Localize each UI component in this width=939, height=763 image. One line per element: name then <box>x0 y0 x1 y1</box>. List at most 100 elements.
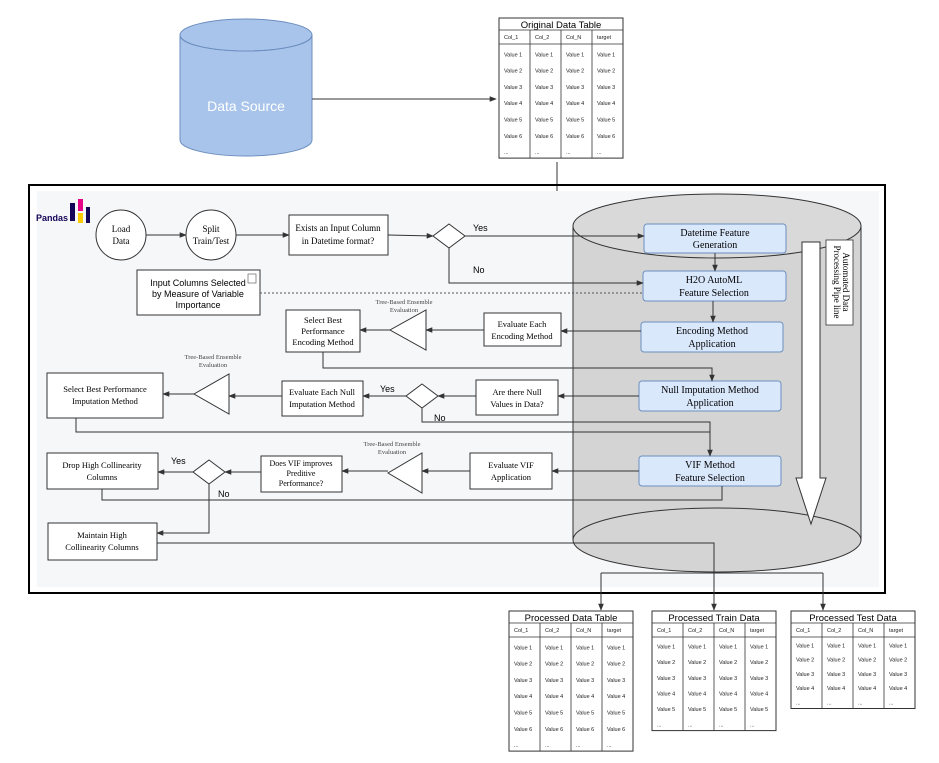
table-cell: Value 3 <box>545 678 563 684</box>
table-cell: Value 2 <box>607 662 625 668</box>
select-best-imputation: Select Best Performance Imputation Metho… <box>46 372 164 419</box>
table-cell: Value 3 <box>504 85 522 91</box>
table-cell: Value 4 <box>576 694 594 700</box>
table-cell: Value 6 <box>607 727 625 733</box>
drop-high-collinearity: Drop High Collinearity Columns <box>46 452 159 490</box>
svg-text:Values in Data?: Values in Data? <box>490 399 544 409</box>
table-cell: Value 3 <box>750 676 768 682</box>
svg-text:Does VIF improves: Does VIF improves <box>270 459 333 468</box>
svg-text:Data: Data <box>113 236 130 246</box>
table-cell: Value 4 <box>688 691 706 697</box>
evaluate-null-imputation: Evaluate Each Null Imputation Method <box>281 380 364 417</box>
svg-text:Generation: Generation <box>693 240 737 251</box>
table-cell: Value 3 <box>889 672 907 678</box>
table-cell: Value 1 <box>597 52 615 58</box>
table-cell: Value 4 <box>827 686 845 692</box>
table-cell: ... <box>719 723 724 729</box>
svg-text:Imputation Method: Imputation Method <box>289 399 356 409</box>
table-cell: Value 2 <box>545 662 563 668</box>
table-header-cell: Col_N <box>719 628 734 634</box>
table-cell: Value 2 <box>576 662 594 668</box>
svg-text:Datetime Feature: Datetime Feature <box>680 228 750 239</box>
svg-text:Evaluate Each: Evaluate Each <box>498 319 548 329</box>
table-cell: Value 6 <box>597 134 615 140</box>
table-cell: Value 1 <box>796 643 814 649</box>
table-title: Original Data Table <box>521 20 602 31</box>
table-cell: Value 3 <box>597 85 615 91</box>
pipeline-label-line2: Processing Pipe line <box>832 246 842 319</box>
table-header-cell: Col_1 <box>514 628 528 634</box>
table-header-cell: Col_N <box>566 35 581 41</box>
table-cell: ... <box>545 743 550 749</box>
datetime-question: Exists an Input Column in Datetime forma… <box>288 214 389 256</box>
table-header-cell: target <box>607 628 622 634</box>
ensemble-label-2a: Tree-Based Ensemble <box>185 354 242 361</box>
table-header-cell: Col_2 <box>545 628 559 634</box>
table-cell: Value 3 <box>514 678 532 684</box>
table-cell: Value 3 <box>858 672 876 678</box>
table-header-cell: Col_1 <box>504 35 518 41</box>
pipeline-label-line1: Automated Data <box>841 252 851 311</box>
svg-text:by Measure of Variable: by Measure of Variable <box>152 289 244 299</box>
table-header-cell: Col_2 <box>827 628 841 634</box>
table-cell: ... <box>597 150 602 156</box>
no-label-null: No <box>434 413 446 423</box>
svg-text:Performance?: Performance? <box>279 479 324 488</box>
svg-text:Application: Application <box>688 339 735 350</box>
null-question: Are there Null Values in Data? <box>475 379 559 416</box>
pipeline-down-arrow <box>795 241 827 526</box>
svg-text:Performance: Performance <box>301 326 345 336</box>
table-cell: Value 6 <box>576 727 594 733</box>
table-cell: ... <box>566 150 571 156</box>
table-cell: Value 2 <box>597 69 615 75</box>
input-columns-note: Input Columns Selected by Measure of Var… <box>136 269 261 316</box>
svg-text:Application: Application <box>686 398 733 409</box>
table-cell: Value 2 <box>719 660 737 666</box>
table-cell: Value 2 <box>796 658 814 664</box>
svg-text:Encoding Method: Encoding Method <box>292 337 354 347</box>
table-cell: Value 5 <box>514 711 532 717</box>
table-cell: Value 2 <box>750 660 768 666</box>
table-cell: Value 5 <box>504 118 522 124</box>
yes-label-vif: Yes <box>171 456 186 466</box>
no-label-vif: No <box>218 489 230 499</box>
svg-text:Feature Selection: Feature Selection <box>679 288 749 299</box>
svg-text:H2O AutoML: H2O AutoML <box>686 275 742 286</box>
table-cell: Value 3 <box>688 676 706 682</box>
vif-question: Does VIF improves Preditive Performance? <box>260 455 343 493</box>
svg-text:Input Columns Selected: Input Columns Selected <box>150 278 246 288</box>
svg-text:Collinearity Columns: Collinearity Columns <box>65 542 138 552</box>
svg-text:Preditive: Preditive <box>287 469 316 478</box>
step-datetime-generation: Datetime Feature Generation <box>643 223 787 254</box>
table-cell: Value 4 <box>796 686 814 692</box>
table-cell: Value 1 <box>889 643 907 649</box>
table-cell: Value 5 <box>688 707 706 713</box>
table-title: Processed Data Table <box>525 613 618 624</box>
evaluate-vif: Evaluate VIF Application <box>469 452 553 490</box>
table-cell: Value 1 <box>750 645 768 651</box>
svg-text:Split: Split <box>202 224 220 234</box>
svg-text:Null Imputation Method: Null Imputation Method <box>661 385 759 396</box>
svg-text:Drop High Collinearity: Drop High Collinearity <box>62 460 142 470</box>
table-cell: Value 4 <box>545 694 563 700</box>
ensemble-label-2b: Evaluation <box>199 362 228 369</box>
yes-label-datetime: Yes <box>473 223 488 233</box>
table-cell: Value 5 <box>719 707 737 713</box>
step-vif-selection: VIF Method Feature Selection <box>638 455 782 487</box>
table-title: Processed Test Data <box>809 613 897 624</box>
svg-text:Load: Load <box>112 224 131 234</box>
step-null-imputation: Null Imputation Method Application <box>638 380 782 412</box>
table-cell: Value 5 <box>566 118 584 124</box>
table-cell: Value 5 <box>576 711 594 717</box>
table-cell: Value 5 <box>597 118 615 124</box>
pandas-logo: Pandas <box>36 199 90 223</box>
no-label-datetime: No <box>473 265 485 275</box>
table-cell: Value 4 <box>514 694 532 700</box>
table-cell: Value 3 <box>607 678 625 684</box>
load-data-node: Load Data <box>95 209 147 261</box>
table-cell: Value 1 <box>504 52 522 58</box>
table-cell: Value 2 <box>514 662 532 668</box>
